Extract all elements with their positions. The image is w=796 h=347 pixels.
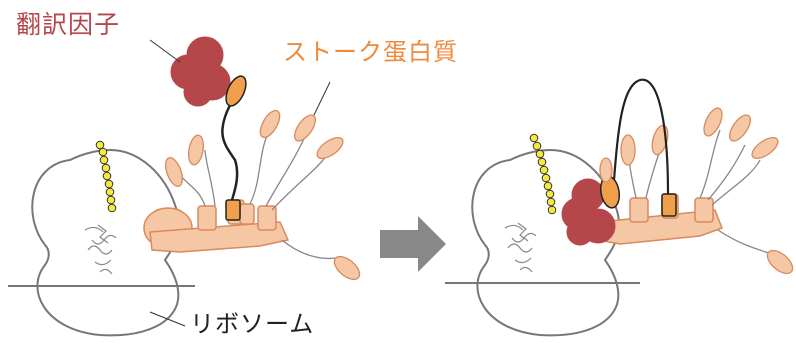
stalk-protein-label: ストーク蛋白質 (283, 38, 458, 66)
right-arrow-icon (380, 216, 446, 272)
right-panel (445, 78, 794, 337)
ribosome-label: リボソーム (190, 310, 315, 338)
stalk-hinge-right (612, 78, 670, 195)
ctd-anchor-right (661, 193, 677, 217)
factor-pointer (149, 39, 181, 63)
trna-squiggle-right (504, 222, 537, 273)
stalk-base-left (143, 199, 290, 253)
stalk-base-right (597, 193, 723, 245)
nascent-chain-left (95, 140, 117, 213)
translation-factor-left (170, 36, 231, 107)
ribosome-pointer (149, 311, 186, 327)
left-panel (8, 36, 361, 337)
ctd-anchor-left (225, 199, 241, 221)
ribosome-right (445, 148, 640, 337)
ribosome-left (8, 148, 195, 337)
translation-factor-label: 翻訳因子 (16, 10, 121, 39)
nascent-chain-right (529, 133, 557, 215)
stalk-ctd-bound-right-b (599, 157, 613, 183)
stalk-pointer (313, 81, 331, 116)
stalk-ctd-ovals-left (165, 109, 361, 281)
stalk-hinge-left (221, 104, 239, 201)
trna-squiggle-left (84, 224, 117, 275)
translation-factor-right (561, 178, 616, 246)
